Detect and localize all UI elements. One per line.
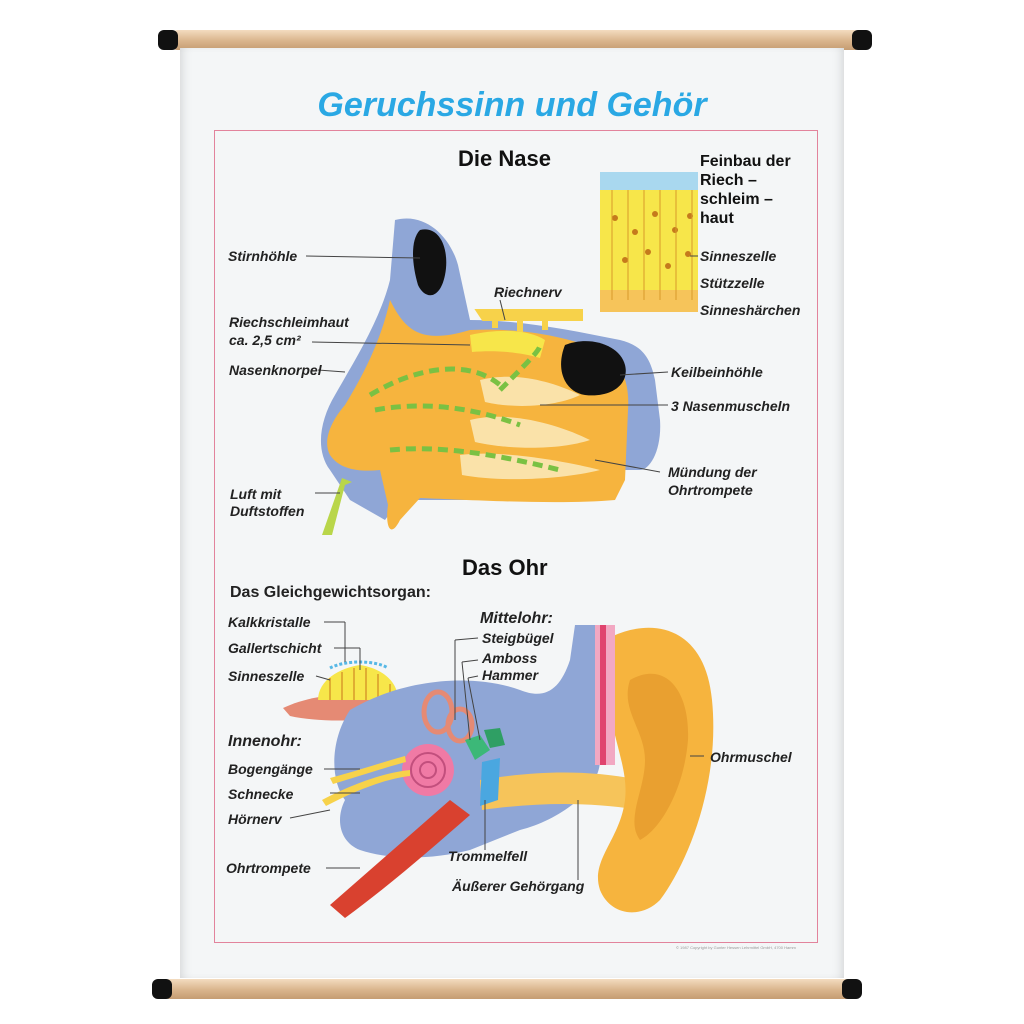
label-steigbuegel: Steigbügel [482, 630, 554, 646]
frontal-sinus [413, 229, 447, 296]
label-stuetzzelle: Stützzelle [700, 275, 765, 291]
label-nasenmuscheln: 3 Nasenmuscheln [671, 398, 791, 414]
olfactory-mucosa [470, 330, 545, 358]
top-rod-right-cap [852, 30, 872, 50]
label-bogengaenge: Bogengänge [228, 761, 313, 777]
mucosa-detail-title-line: haut [700, 210, 734, 227]
label-schnecke: Schnecke [228, 786, 294, 802]
label-ear-sinneszelle: Sinneszelle [228, 668, 305, 684]
label-riechnerv: Riechnerv [494, 284, 562, 300]
label-kalkkristalle: Kalkkristalle [228, 614, 311, 630]
nose-illustration [305, 172, 698, 535]
label-hoernerv: Hörnerv [228, 811, 282, 827]
label-stirnhoehle: Stirnhöhle [228, 248, 298, 264]
label-ohrmuschel: Ohrmuschel [710, 749, 792, 765]
mucosa-detail-block [600, 172, 698, 312]
ear-canal [480, 772, 640, 810]
label-amboss: Amboss [482, 650, 538, 666]
top-rod [168, 30, 864, 50]
mucosa-detail-title-line: Riech – [700, 172, 757, 189]
label-trommelfell: Trommelfell [448, 848, 528, 864]
balance-organ-heading: Das Gleichgewichtsorgan: [230, 584, 431, 601]
label-luft: Luft mit [230, 486, 282, 502]
nose-heading: Die Nase [458, 146, 551, 171]
auditory-nerve [322, 770, 410, 806]
poster-title: Geruchssinn und Gehör [317, 86, 707, 124]
label-keilbeinhoehle: Keilbeinhöhle [671, 364, 763, 380]
mucosa-detail-title-line: Feinbau der [700, 153, 791, 170]
label-ohrtrompete: Ohrtrompete [226, 860, 311, 876]
ear-heading: Das Ohr [462, 555, 548, 580]
olfactory-nerve [474, 309, 583, 332]
bottom-rod-left-cap [152, 979, 172, 999]
label-nasenknorpel: Nasenknorpel [229, 362, 322, 378]
cochlea [402, 744, 454, 796]
label-gehoergang: Äußerer Gehörgang [452, 878, 585, 894]
eustachian-tube [330, 800, 470, 918]
label-gallertschicht: Gallertschicht [228, 640, 322, 656]
label-innenohr: Innenohr: [228, 733, 302, 750]
label-nose-sinneszelle: Sinneszelle [700, 248, 777, 264]
label-sinneshaerchen: Sinneshärchen [700, 302, 801, 318]
mucosa-detail-title: Feinbau der Riech – schleim – haut [700, 152, 791, 228]
label-mittelohr: Mittelohr: [480, 610, 553, 627]
poster-frame [214, 130, 818, 943]
label-riechschleimhaut: Riechschleimhaut [229, 314, 349, 330]
eardrum [480, 758, 500, 806]
label-hammer: Hammer [482, 667, 539, 683]
top-rod-left-cap [158, 30, 178, 50]
sphenoid-sinus [561, 341, 626, 396]
copyright-note: © 1987 Copyright by Gunter Hessen Lehrmi… [676, 945, 796, 950]
label-muendung-ohrtrompete: Ohrtrompete [668, 482, 753, 498]
air-inflow-arrow [322, 478, 352, 535]
semicircular-canals [421, 689, 475, 744]
ear-illustration [289, 625, 714, 918]
mucosa-detail-title-line: schleim – [700, 191, 773, 208]
bottom-rod [160, 979, 856, 999]
bottom-rod-right-cap [842, 979, 862, 999]
label-duftstoffen: Duftstoffen [230, 503, 305, 519]
label-riechschleimhaut-area: ca. 2,5 cm² [229, 332, 301, 348]
label-muendung: Mündung der [668, 464, 757, 480]
